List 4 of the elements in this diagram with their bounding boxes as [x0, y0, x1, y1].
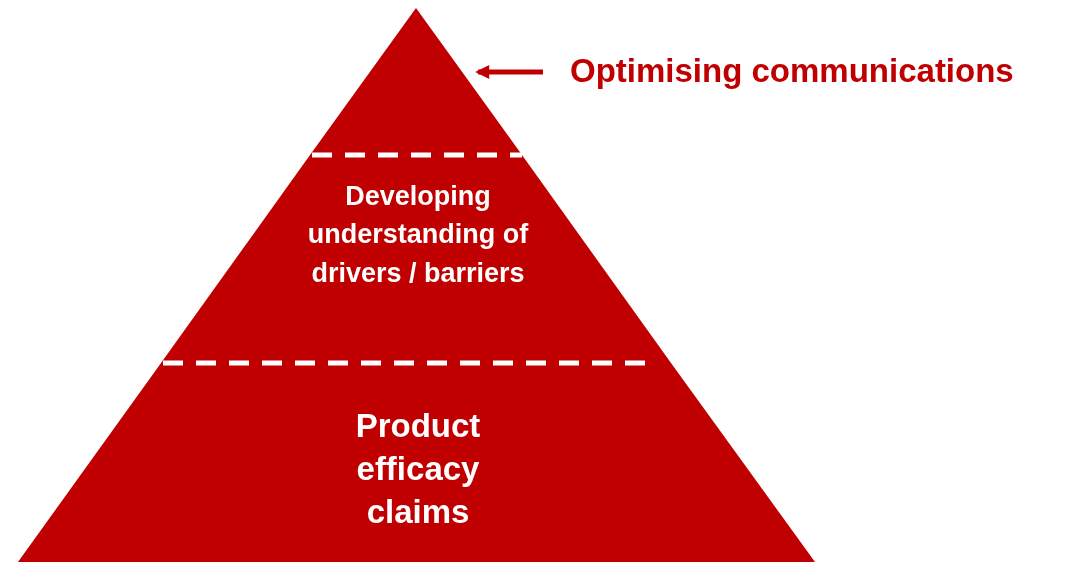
- tier-text: Product efficacy claims: [354, 406, 482, 532]
- tier-text: Developing understanding of drivers / barriers: [306, 180, 530, 290]
- arrow: [475, 65, 543, 79]
- heading-text: Optimising communications: [570, 51, 1015, 91]
